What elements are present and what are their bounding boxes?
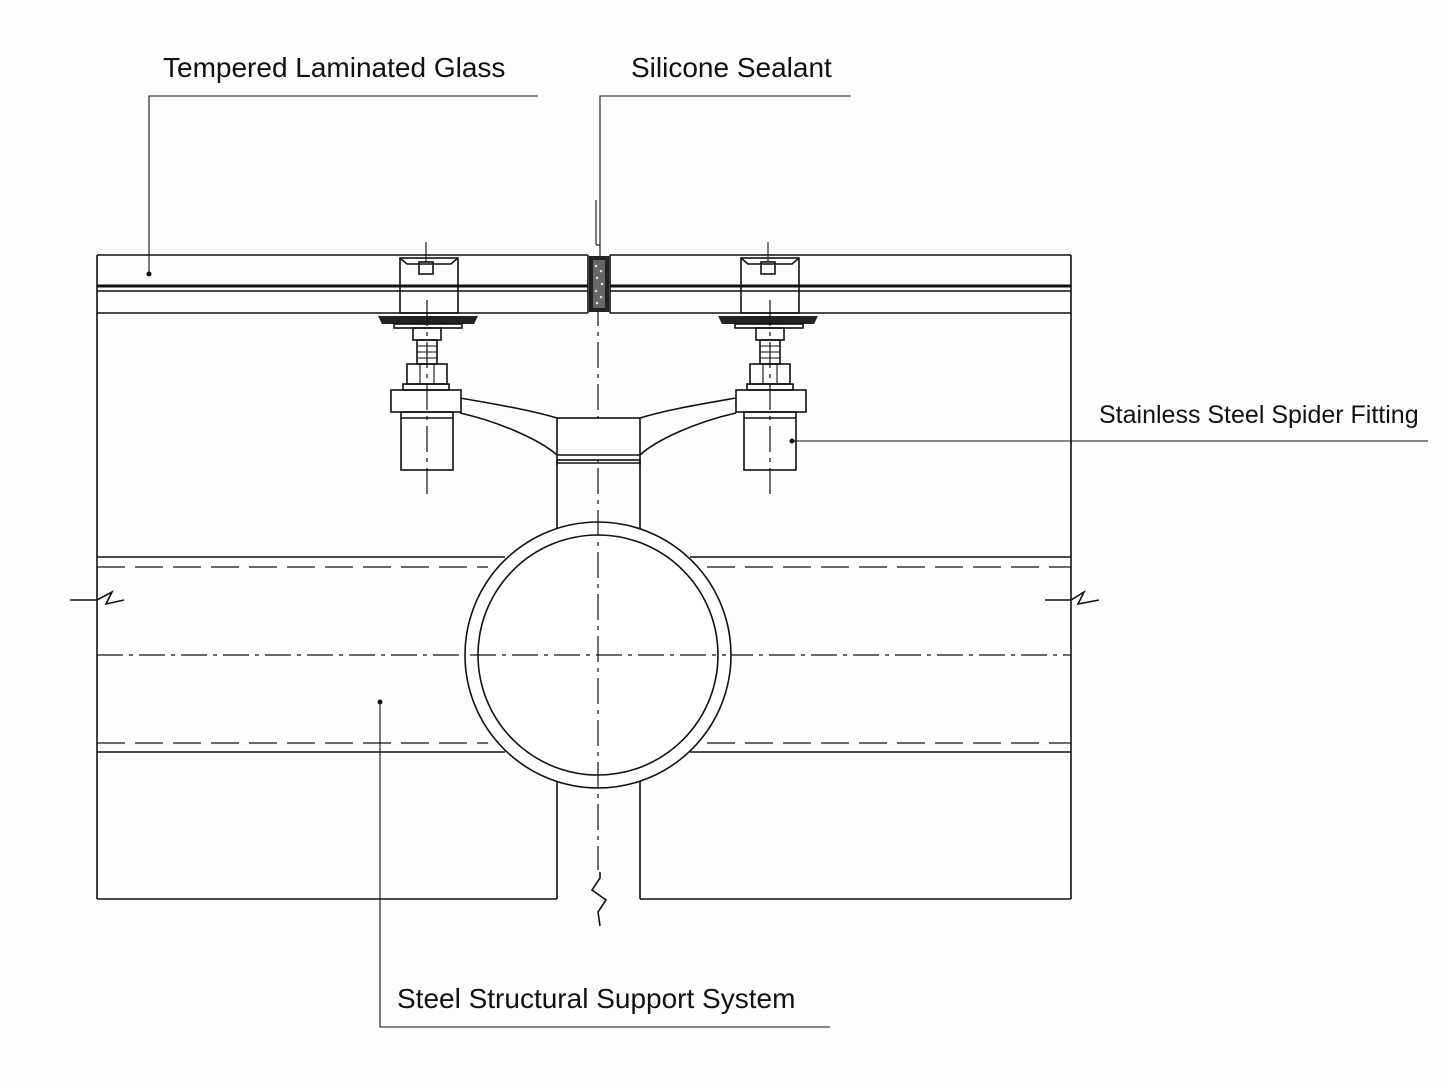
- spider-fitting: [459, 397, 737, 465]
- label-spider: Stainless Steel Spider Fitting: [1099, 401, 1419, 429]
- leader-spider: [789, 438, 1428, 444]
- silicone-sealant-joint: [589, 200, 609, 312]
- label-sealant: Silicone Sealant: [631, 52, 832, 83]
- leader-support: [377, 699, 830, 1028]
- bolt-assembly-right: [718, 242, 818, 498]
- leader-glass: [146, 95, 538, 277]
- bolt-assembly-left: [378, 242, 478, 498]
- glass-panels: [97, 254, 1071, 314]
- label-glass: Tempered Laminated Glass: [163, 52, 505, 83]
- steel-post: [556, 460, 641, 927]
- label-support: Steel Structural Support System: [397, 983, 795, 1014]
- leader-sealant: [599, 95, 851, 257]
